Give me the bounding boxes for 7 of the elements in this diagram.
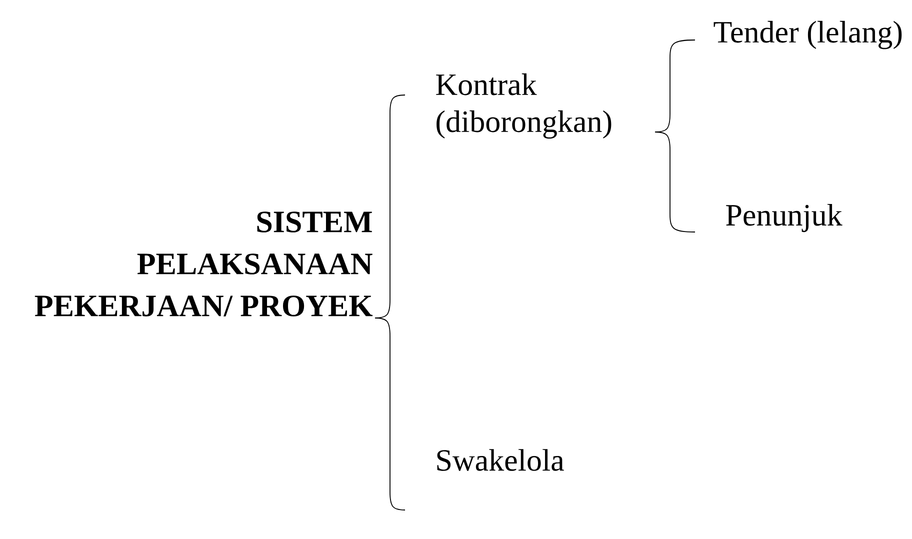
heading-text: SISTEM PELAKSANAAN PEKERJAAN/ PROYEK: [34, 212, 373, 316]
brace: [374, 318, 406, 510]
item-text: Swakelola: [437, 449, 564, 471]
item-text: Penunjuk: [726, 204, 842, 232]
brace: [654, 132, 696, 232]
item-text: Kontrak (diborongkan): [436, 73, 612, 139]
item-text: Tender (lelang): [714, 20, 902, 50]
